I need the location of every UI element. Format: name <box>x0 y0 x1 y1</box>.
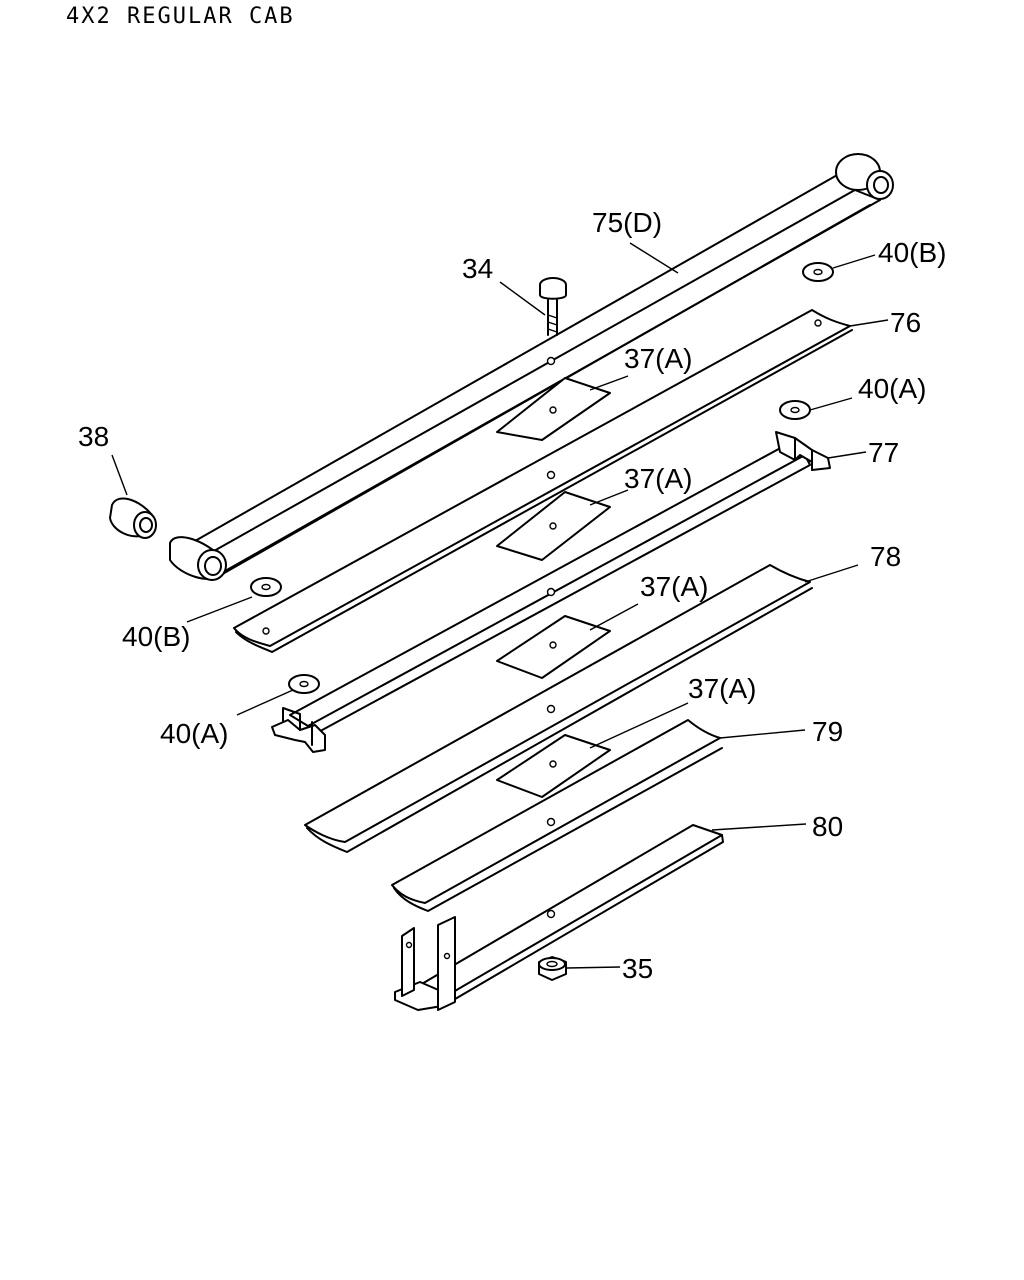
callout-78: 78 <box>870 541 901 572</box>
part-40a-washer-left <box>288 674 320 694</box>
callout-38: 38 <box>78 421 109 452</box>
page-title: 4X2 REGULAR CAB <box>66 4 295 29</box>
leader-lines <box>111 242 889 969</box>
callout-75d: 75(D) <box>592 207 662 238</box>
part-38-bushing <box>109 497 157 539</box>
part-40a-washer-top <box>779 400 811 420</box>
callout-37a-3: 37(A) <box>640 571 708 602</box>
part-75-main-leaf <box>169 153 894 581</box>
part-37a-pad-4 <box>496 734 611 798</box>
part-40b-washer-top <box>802 262 834 282</box>
callout-35: 35 <box>622 953 653 984</box>
callout-40b-left: 40(B) <box>122 621 190 652</box>
callout-40a-top: 40(A) <box>858 373 926 404</box>
part-80-leaf-with-bracket <box>394 824 724 1011</box>
callout-37a-1: 37(A) <box>624 343 692 374</box>
part-37a-pad-1 <box>496 377 611 441</box>
callout-77: 77 <box>868 437 899 468</box>
callout-34: 34 <box>462 253 493 284</box>
callout-37a-2: 37(A) <box>624 463 692 494</box>
callout-80: 80 <box>812 811 843 842</box>
part-78-leaf <box>304 564 813 853</box>
part-40b-washer-left <box>250 577 282 597</box>
part-37a-pad-2 <box>496 491 611 561</box>
part-37a-pad-3 <box>496 615 611 679</box>
callout-37a-4: 37(A) <box>688 673 756 704</box>
callout-76: 76 <box>890 307 921 338</box>
callout-40b-top: 40(B) <box>878 237 946 268</box>
callout-79: 79 <box>812 716 843 747</box>
callout-40a-left: 40(A) <box>160 718 228 749</box>
part-34-center-bolt <box>539 277 567 336</box>
part-35-nut <box>538 956 567 981</box>
part-77-leaf-with-clips <box>271 431 831 753</box>
